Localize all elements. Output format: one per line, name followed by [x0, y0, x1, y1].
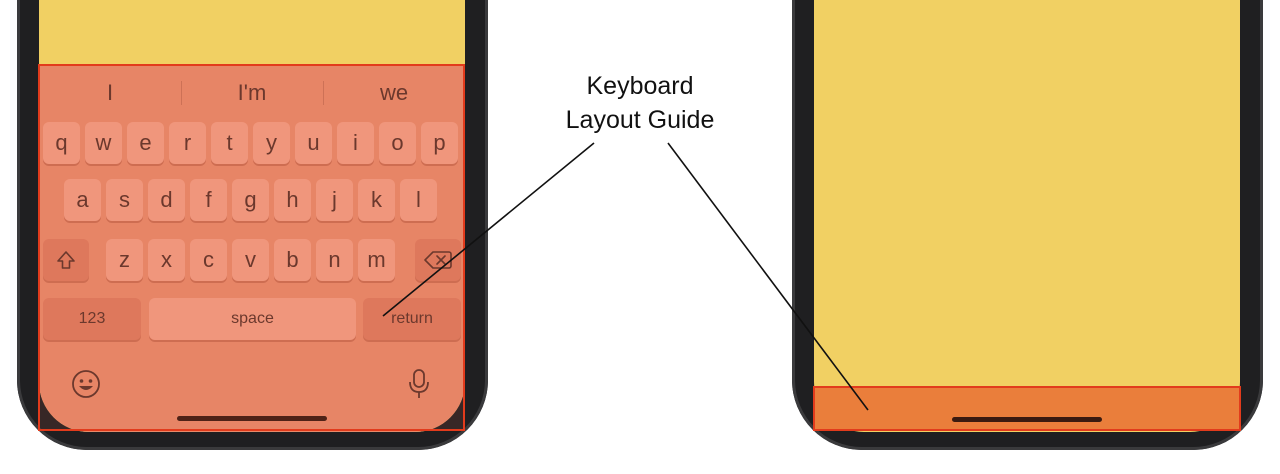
emoji-icon [72, 370, 100, 398]
shift-key[interactable] [43, 239, 89, 281]
key-p[interactable]: p [421, 122, 458, 164]
key-k[interactable]: k [358, 179, 395, 221]
backspace-key[interactable] [415, 239, 461, 281]
keyboard: I I'm we q w e r t y u i o p a s d f [39, 65, 465, 432]
key-m[interactable]: m [358, 239, 395, 281]
emoji-key[interactable] [69, 367, 103, 401]
key-b[interactable]: b [274, 239, 311, 281]
backspace-icon [424, 251, 452, 269]
key-l[interactable]: l [400, 179, 437, 221]
home-indicator-right [952, 417, 1102, 422]
key-h[interactable]: h [274, 179, 311, 221]
phone-left-screen: I I'm we q w e r t y u i o p a s d f [39, 0, 465, 432]
phone-left-frame: I I'm we q w e r t y u i o p a s d f [17, 0, 488, 450]
prediction-1[interactable]: I [106, 80, 114, 105]
label-line-1: Keyboard [586, 72, 694, 100]
key-w[interactable]: w [85, 122, 122, 164]
shift-icon [57, 251, 75, 269]
key-d[interactable]: d [148, 179, 185, 221]
return-key[interactable]: return [363, 298, 461, 340]
phone-right-screen [814, 0, 1240, 432]
space-key[interactable]: space [149, 298, 356, 340]
home-indicator [177, 416, 327, 421]
key-c[interactable]: c [190, 239, 227, 281]
key-e[interactable]: e [127, 122, 164, 164]
prediction-2[interactable]: I'm [181, 73, 323, 113]
key-v[interactable]: v [232, 239, 269, 281]
key-r[interactable]: r [169, 122, 206, 164]
key-a[interactable]: a [64, 179, 101, 221]
numbers-key[interactable]: 123 [43, 298, 141, 340]
key-x[interactable]: x [148, 239, 185, 281]
key-u[interactable]: u [295, 122, 332, 164]
key-y[interactable]: y [253, 122, 290, 164]
key-i[interactable]: i [337, 122, 374, 164]
key-z[interactable]: z [106, 239, 143, 281]
key-j[interactable]: j [316, 179, 353, 221]
phone-right-frame [792, 0, 1263, 450]
prediction-bar: I I'm we [39, 73, 465, 113]
key-s[interactable]: s [106, 179, 143, 221]
keyboard-layout-guide-bottom-region [813, 386, 1241, 431]
key-n[interactable]: n [316, 239, 353, 281]
prediction-3[interactable]: we [323, 73, 465, 113]
key-o[interactable]: o [379, 122, 416, 164]
key-t[interactable]: t [211, 122, 248, 164]
microphone-icon [409, 369, 429, 398]
key-g[interactable]: g [232, 179, 269, 221]
label-line-2: Layout Guide [565, 106, 715, 134]
keyboard-layout-guide-label: Keyboard Layout Guide [520, 69, 760, 137]
key-f[interactable]: f [190, 179, 227, 221]
key-q[interactable]: q [43, 122, 80, 164]
dictation-key[interactable] [402, 367, 436, 401]
